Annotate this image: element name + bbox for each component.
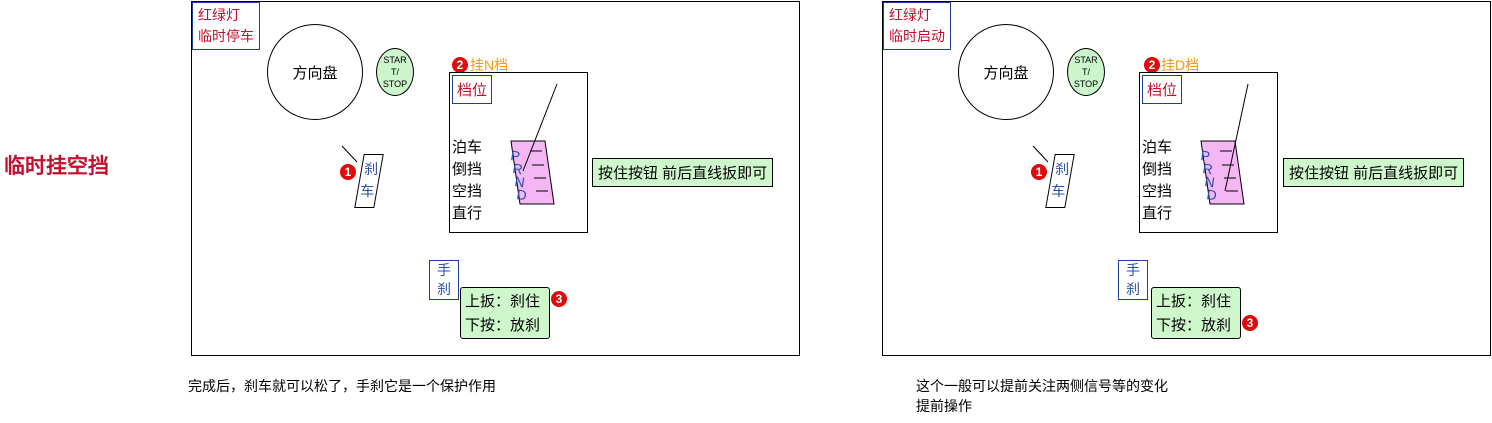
handbrake-char: 手 bbox=[437, 262, 451, 278]
step-badge: 3 bbox=[1242, 315, 1258, 331]
step-badge: 2 bbox=[452, 57, 468, 73]
shifter-gate bbox=[1200, 140, 1245, 205]
handbrake-line: 下按：放刹 bbox=[1156, 317, 1232, 334]
scenario-line: 临时停车 bbox=[198, 28, 254, 44]
gear-name: 倒挡 bbox=[452, 161, 483, 178]
brake-pointer bbox=[341, 145, 358, 163]
panel-caption: 这个一般可以提前关注两侧信号等的变化 提前操作 bbox=[916, 376, 1168, 416]
brake-char: 刹 bbox=[1055, 161, 1070, 177]
start-stop-line: STAR bbox=[1074, 55, 1098, 65]
scenario-label: 红绿灯 临时停车 bbox=[192, 2, 260, 50]
handbrake-line: 上扳：刹住 bbox=[1156, 293, 1232, 310]
scenario-line: 红绿灯 bbox=[889, 7, 931, 23]
start-stop-line: STAR bbox=[383, 55, 407, 65]
gear-shifter: P R N D bbox=[1200, 83, 1249, 205]
gear-name: 直行 bbox=[452, 205, 483, 222]
gear-step-label: 挂D档 bbox=[1161, 57, 1200, 73]
shifter-gate bbox=[510, 140, 555, 205]
panel-caption: 完成后，刹车就可以松了，手刹它是一个保护作用 bbox=[188, 376, 496, 396]
shifter-letter: R bbox=[512, 160, 524, 177]
start-stop-line: T/ bbox=[1082, 67, 1090, 77]
step-badge: 3 bbox=[551, 291, 567, 307]
caption-line: 提前操作 bbox=[916, 398, 972, 414]
caption-line: 这个一般可以提前关注两侧信号等的变化 bbox=[916, 378, 1168, 394]
gear-box: 档位 泊车 倒挡 空挡 直行 P R N D bbox=[1139, 72, 1278, 233]
start-stop-line: T/ bbox=[391, 67, 399, 77]
shifter-letter: D bbox=[516, 186, 528, 203]
gear-name: 空挡 bbox=[452, 183, 483, 200]
brake-char: 刹 bbox=[364, 161, 379, 177]
gear-list: 泊车 倒挡 空挡 直行 bbox=[1142, 137, 1172, 225]
brake-pointer bbox=[1032, 145, 1049, 163]
handbrake-label: 手 刹 bbox=[1118, 260, 1148, 300]
step-badge: 1 bbox=[340, 164, 356, 180]
start-stop-button: STAR T/ STOP bbox=[1067, 48, 1105, 96]
scenario-line: 红绿灯 bbox=[198, 7, 240, 23]
brake-char: 车 bbox=[360, 183, 375, 199]
steering-wheel: 方向盘 bbox=[267, 24, 363, 120]
page-title: 临时挂空挡 bbox=[4, 155, 109, 178]
shifter-letter: P bbox=[510, 147, 521, 164]
panel-temporary-start: 红绿灯 临时启动 方向盘 STAR T/ STOP 2 挂D档 档位 泊车 倒挡… bbox=[882, 1, 1491, 356]
gear-hint: 按住按钮 前后直线扳即可 bbox=[1289, 165, 1459, 182]
gear-name: 倒挡 bbox=[1142, 161, 1173, 178]
panel-temporary-stop: 红绿灯 临时停车 方向盘 STAR T/ STOP 2 挂N档 档位 泊车 倒挡… bbox=[191, 1, 800, 356]
scenario-label: 红绿灯 临时启动 bbox=[883, 2, 951, 50]
caption-line: 完成后，刹车就可以松了，手刹它是一个保护作用 bbox=[188, 378, 496, 394]
gear-box-title: 档位 bbox=[452, 75, 493, 104]
brake-char: 车 bbox=[1051, 183, 1066, 199]
shifter-lever bbox=[522, 83, 558, 172]
steering-wheel: 方向盘 bbox=[958, 24, 1054, 120]
shifter-letter: D bbox=[1206, 186, 1218, 203]
gear-box: 档位 泊车 倒挡 空挡 直行 P R N D bbox=[449, 72, 588, 233]
handbrake-box: 上扳：刹住 下按：放刹 bbox=[460, 287, 550, 339]
gear-hint-box: 按住按钮 前后直线扳即可 bbox=[1283, 158, 1465, 187]
steering-wheel-label: 方向盘 bbox=[983, 64, 1029, 82]
step-badge: 1 bbox=[1031, 164, 1047, 180]
handbrake-label: 手 刹 bbox=[429, 260, 459, 300]
gear-name: 泊车 bbox=[1142, 139, 1173, 156]
handbrake-char: 手 bbox=[1126, 262, 1140, 278]
gear-list: 泊车 倒挡 空挡 直行 bbox=[452, 137, 482, 225]
steering-wheel-label: 方向盘 bbox=[292, 64, 338, 82]
pointer-line bbox=[1032, 145, 1049, 163]
handbrake-char: 刹 bbox=[1126, 281, 1140, 297]
gear-name: 泊车 bbox=[452, 139, 483, 156]
gear-hint: 按住按钮 前后直线扳即可 bbox=[598, 165, 768, 182]
handbrake-line: 上扳：刹住 bbox=[465, 293, 541, 310]
gear-box-title: 档位 bbox=[1142, 75, 1183, 104]
start-stop-line: STOP bbox=[382, 79, 408, 89]
shifter-letter: N bbox=[514, 173, 526, 190]
handbrake-char: 刹 bbox=[437, 281, 451, 297]
start-stop-line: STOP bbox=[1073, 79, 1099, 89]
gear-name: 空挡 bbox=[1142, 183, 1173, 200]
gear-shifter: P R N D bbox=[510, 83, 558, 205]
gear-hint-box: 按住按钮 前后直线扳即可 bbox=[592, 158, 774, 187]
handbrake-line: 下按：放刹 bbox=[465, 317, 541, 334]
scenario-line: 临时启动 bbox=[889, 28, 945, 44]
pointer-line bbox=[341, 145, 358, 163]
step-badge: 2 bbox=[1144, 57, 1160, 73]
shifter-letter: R bbox=[1202, 160, 1214, 177]
start-stop-button: STAR T/ STOP bbox=[376, 48, 414, 96]
shifter-lever bbox=[1224, 83, 1249, 192]
gear-name: 直行 bbox=[1142, 205, 1173, 222]
shifter-letter: P bbox=[1200, 147, 1211, 164]
handbrake-box: 上扳：刹住 下按：放刹 bbox=[1151, 287, 1241, 339]
gear-step-label: 挂N档 bbox=[470, 57, 509, 73]
shifter-letter: N bbox=[1204, 173, 1216, 190]
